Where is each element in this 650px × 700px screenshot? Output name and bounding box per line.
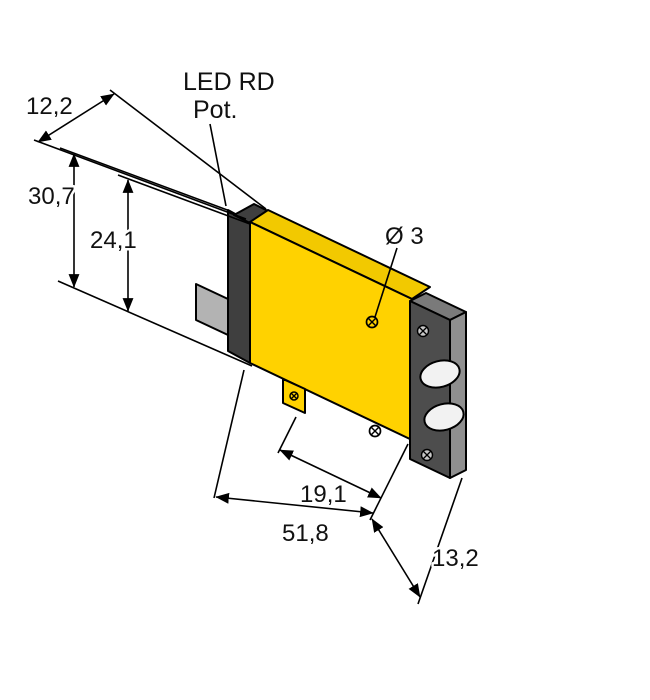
dim-30-7: 30,7 — [28, 183, 75, 210]
dim-13-2: 13,2 — [432, 545, 479, 572]
lens-lower — [423, 402, 465, 432]
extension-line-heights-bottom — [57, 280, 253, 367]
dim-19-1: 19,1 — [300, 481, 347, 508]
label-pot: Pot. — [193, 96, 237, 124]
extension-line-19-1-left — [277, 416, 297, 454]
tab-screw — [289, 391, 299, 401]
dim-line-19-1 — [279, 449, 382, 499]
dim-line-12-2 — [37, 93, 115, 143]
extension-line-24-1-top — [117, 174, 251, 225]
hole-screw-upper — [365, 315, 379, 329]
extension-line-51-8-right — [369, 443, 409, 521]
leader-pot-led — [209, 123, 227, 207]
mounting-bracket — [227, 209, 251, 364]
extension-line-30-7-top — [59, 147, 231, 212]
dim-line-13-2 — [371, 518, 421, 598]
extension-line-51-8-left — [213, 369, 245, 499]
dim-24-1: 24,1 — [90, 227, 137, 254]
dim-12-2: 12,2 — [26, 93, 73, 120]
sensor-face-side — [449, 311, 467, 479]
leader-hole-diameter — [374, 247, 398, 318]
bezel-screw-top — [416, 324, 430, 338]
dim-line-51-8 — [215, 492, 374, 518]
extension-line-13-2-right — [417, 477, 463, 605]
label-led: LED RD — [183, 68, 275, 96]
dim-51-8: 51,8 — [282, 520, 329, 547]
bezel-screw-bottom — [420, 448, 434, 462]
label-hole-diameter: Ø 3 — [385, 223, 424, 250]
mounting-block — [195, 283, 229, 336]
extension-line-12-2-lower — [33, 139, 247, 220]
hole-screw-lower — [368, 424, 382, 438]
extension-line-12-2-upper — [109, 89, 267, 210]
lens-upper — [419, 359, 461, 389]
